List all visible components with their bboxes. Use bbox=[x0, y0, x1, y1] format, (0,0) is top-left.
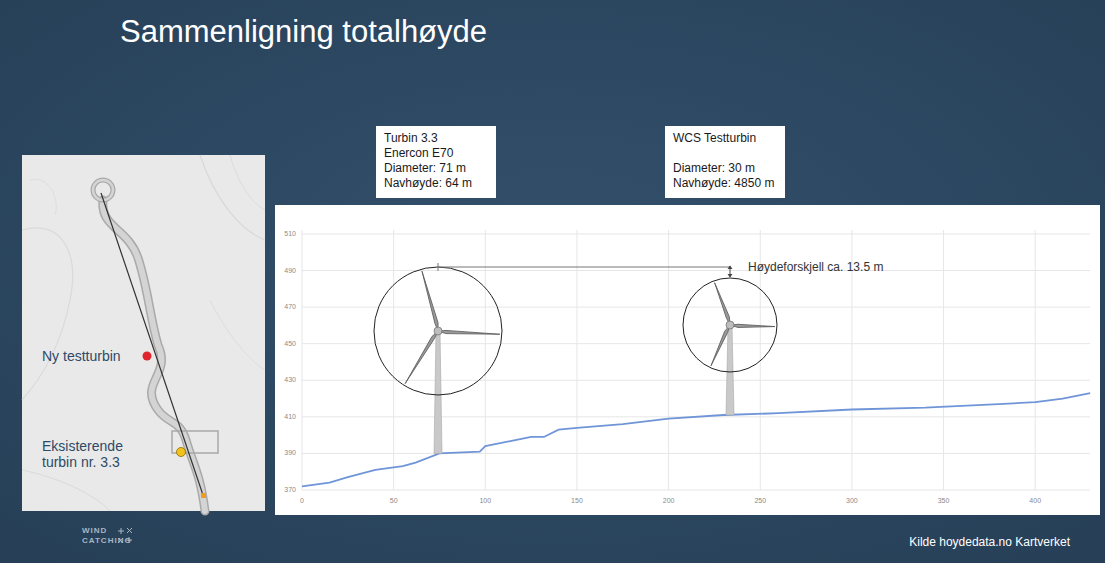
info-text: Navhøyde: 4850 m bbox=[673, 176, 777, 191]
turbine-figures bbox=[374, 267, 777, 453]
axis-tick-label: 250 bbox=[754, 497, 766, 505]
wind-turbine bbox=[374, 267, 502, 453]
dimension-label: Høydeforskjell ca. 13.5 m bbox=[748, 261, 883, 275]
axis-tick-label: 490 bbox=[284, 266, 296, 274]
info-box: Turbin 3.3Enercon E70Diameter: 71 mNavhø… bbox=[376, 126, 496, 198]
axis-tick-label: 410 bbox=[284, 413, 296, 421]
axis-tick-label: 350 bbox=[938, 497, 950, 505]
info-text: Navhøyde: 64 m bbox=[384, 176, 488, 191]
axis-tick-label: 510 bbox=[284, 230, 296, 238]
logo-text: CATCHING bbox=[82, 536, 132, 545]
axis-tick-label: 300 bbox=[846, 497, 858, 505]
terrain-map bbox=[22, 155, 265, 511]
axis-tick-label: 50 bbox=[390, 497, 398, 505]
height-difference-dimension bbox=[438, 263, 733, 278]
info-text: Diameter: 30 m bbox=[673, 161, 777, 176]
axis-tick-label: 390 bbox=[284, 449, 296, 457]
new-turbine-dot bbox=[143, 352, 152, 361]
axis-tick-label: 150 bbox=[571, 497, 583, 505]
axis-tick-label: 0 bbox=[300, 497, 304, 505]
axis-tick-label: 470 bbox=[284, 303, 296, 311]
chart-panel bbox=[275, 205, 1100, 515]
terrain-profile bbox=[302, 393, 1090, 486]
axis-tick-label: 450 bbox=[284, 340, 296, 348]
axis-tick-label: 400 bbox=[1029, 497, 1041, 505]
map-label: Ny testturbin bbox=[42, 348, 121, 364]
wind-turbine bbox=[683, 278, 777, 415]
map-label: Eksisterende turbin nr. 3.3 bbox=[42, 438, 142, 470]
info-text: Turbin 3.3 bbox=[384, 131, 488, 146]
axis-tick-label: 370 bbox=[284, 486, 296, 494]
info-text: Diameter: 71 m bbox=[384, 161, 488, 176]
logo-text: WIND bbox=[82, 526, 107, 535]
existing-turbine-dot bbox=[177, 448, 186, 457]
source-note: Kilde hoydedata.no Kartverket bbox=[909, 536, 1070, 550]
slide-title: Sammenligning totalhøyde bbox=[120, 14, 487, 50]
chart-grid bbox=[302, 230, 1090, 490]
info-text: WCS Testturbin bbox=[673, 131, 777, 146]
axis-tick-label: 200 bbox=[663, 497, 675, 505]
axis-tick-label: 430 bbox=[284, 376, 296, 384]
axis-tick-label: 100 bbox=[479, 497, 491, 505]
info-text: Enercon E70 bbox=[384, 146, 488, 161]
info-box: WCS TestturbinDiameter: 30 mNavhøyde: 48… bbox=[665, 126, 785, 198]
